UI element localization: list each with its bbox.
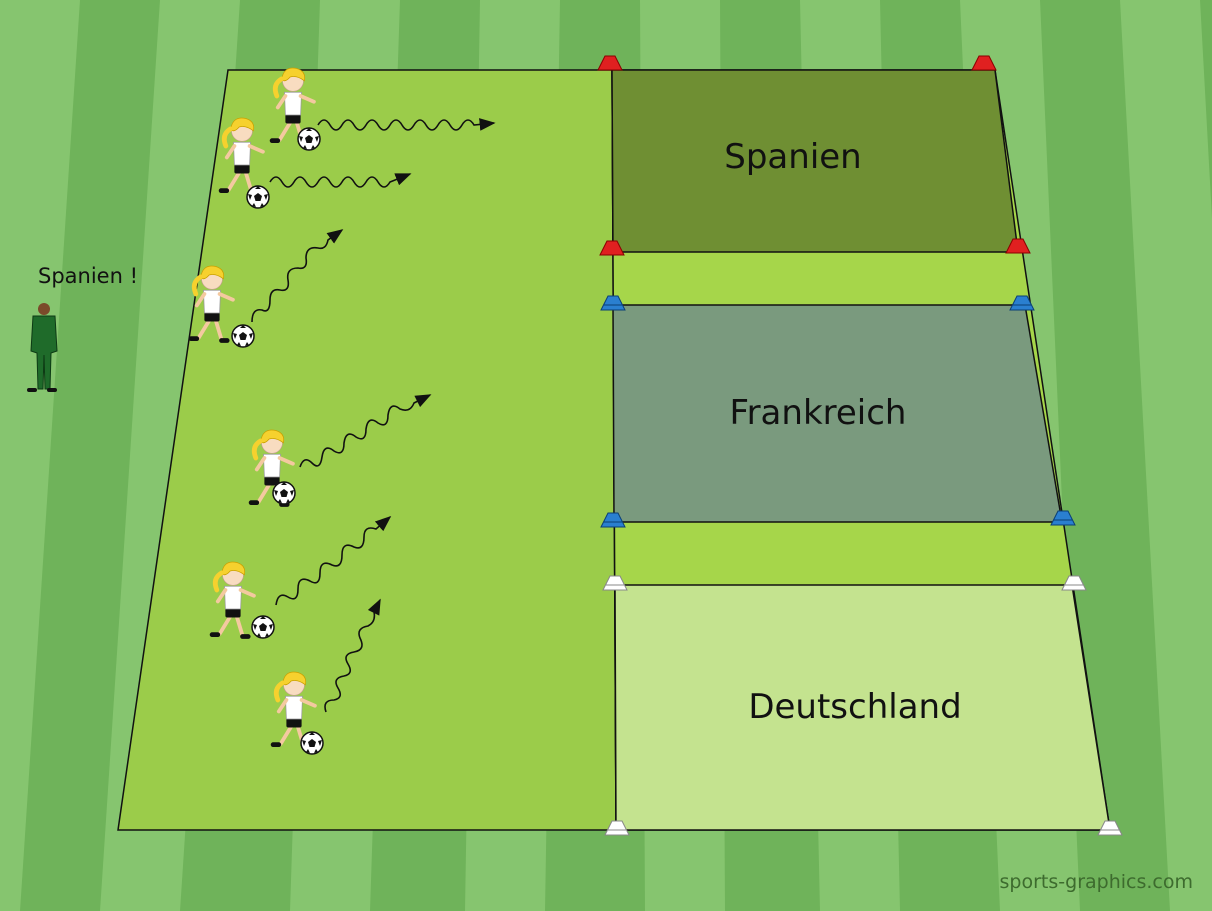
coach [27, 303, 58, 392]
blue-cone [600, 295, 626, 311]
zone-label-frankreich: Frankreich [730, 393, 907, 433]
blue-cone [600, 512, 626, 528]
blue-cone [1009, 295, 1035, 311]
dribble-path [275, 515, 392, 606]
dribble-paths [251, 118, 496, 713]
soccer-ball [297, 127, 321, 151]
soccer-ball [251, 615, 275, 639]
zone-label-deutschland: Deutschland [748, 687, 961, 727]
soccer-ball [231, 324, 255, 348]
red-cone [597, 55, 623, 71]
white-cone [1061, 575, 1087, 591]
cones [597, 55, 1123, 836]
white-cone [604, 820, 630, 836]
soccer-ball [246, 185, 270, 209]
coach-call: Spanien ! [38, 264, 138, 288]
dribble-path [317, 118, 496, 131]
red-cone [971, 55, 997, 71]
zone-label-spanien: Spanien [724, 137, 861, 177]
blue-cone [1050, 510, 1076, 526]
red-cone [1005, 238, 1031, 254]
white-cone [602, 575, 628, 591]
dribble-path [251, 229, 344, 323]
white-cone [1097, 820, 1123, 836]
red-cone [599, 240, 625, 256]
dribble-path [324, 598, 381, 713]
dribble-path [299, 394, 432, 468]
soccer-ball [272, 481, 296, 505]
watermark: sports-graphics.com [1000, 871, 1193, 893]
soccer-ball [300, 731, 324, 755]
dribble-path [269, 173, 412, 188]
